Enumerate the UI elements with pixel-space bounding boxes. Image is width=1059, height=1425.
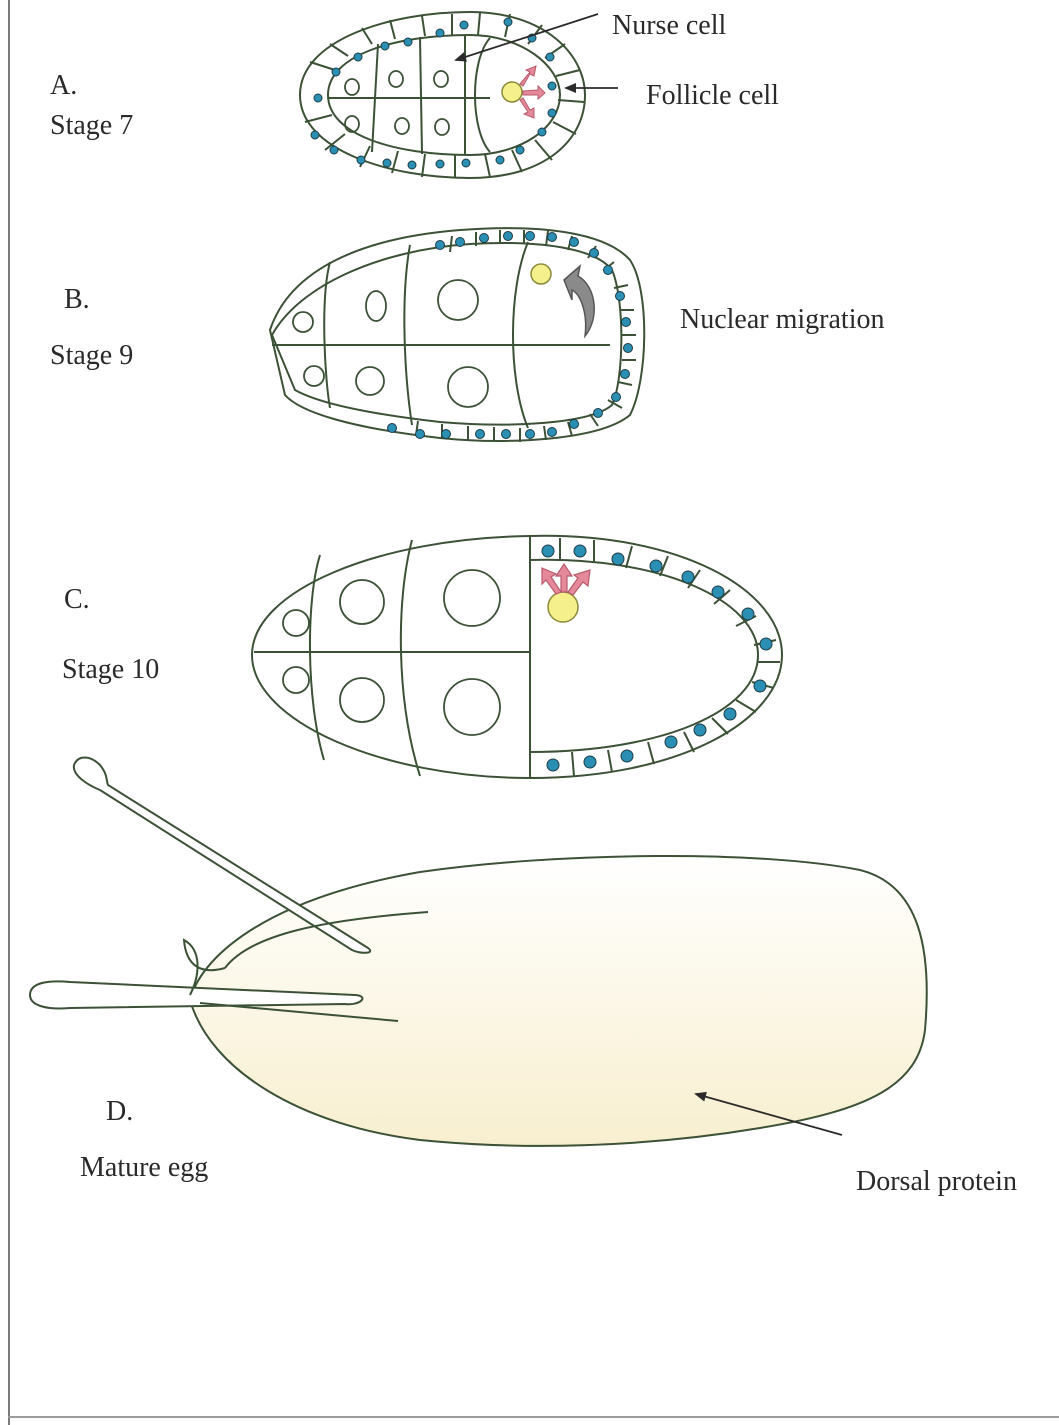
panel-c-letter: C.	[64, 586, 90, 614]
panel-b-egg-chamber	[270, 228, 644, 442]
panel-d-mature-egg	[30, 758, 927, 1146]
panel-c-oocyte	[542, 564, 590, 622]
panel-c-signal-arrows	[542, 564, 590, 595]
panel-b-letter: B.	[64, 286, 90, 314]
panel-a-letter: A.	[50, 72, 77, 100]
panel-b-migration-arrow	[564, 266, 594, 336]
panel-b-nurse-nuclei	[293, 280, 488, 407]
dorsal-protein-label: Dorsal protein	[856, 1168, 1017, 1196]
panel-c-oocyte-nucleus	[548, 592, 578, 622]
panel-b-outer-outline	[270, 228, 644, 441]
nuclear-migration-label: Nuclear migration	[680, 306, 884, 334]
panel-d-letter: D.	[106, 1098, 133, 1126]
panel-a-stage-label: Stage 7	[50, 112, 133, 140]
panel-a-oocyte-nucleus	[502, 82, 522, 102]
panel-a-nurse-divider-2	[420, 37, 422, 154]
follicle-cell-label: Follicle cell	[646, 82, 779, 110]
panel-b-oocyte-nucleus	[531, 264, 551, 284]
panel-a-nurse-nuclei	[345, 71, 449, 135]
panel-c-stage-label: Stage 10	[62, 656, 159, 684]
panel-a-oocyte-boundary	[475, 38, 490, 152]
panel-c-outline	[252, 536, 782, 778]
panel-a-signal-arrows	[520, 66, 545, 118]
panel-b-oocyte	[531, 264, 594, 336]
panel-b-stage-label: Stage 9	[50, 342, 133, 370]
panel-c-egg-chamber	[252, 536, 782, 778]
panel-b-follicle-nuclei	[388, 232, 633, 439]
panel-d-stage-label: Mature egg	[80, 1154, 208, 1182]
nurse-cell-label: Nurse cell	[612, 12, 726, 40]
panel-a-callout-arrows	[456, 14, 618, 88]
panel-a-oocyte	[502, 66, 545, 118]
